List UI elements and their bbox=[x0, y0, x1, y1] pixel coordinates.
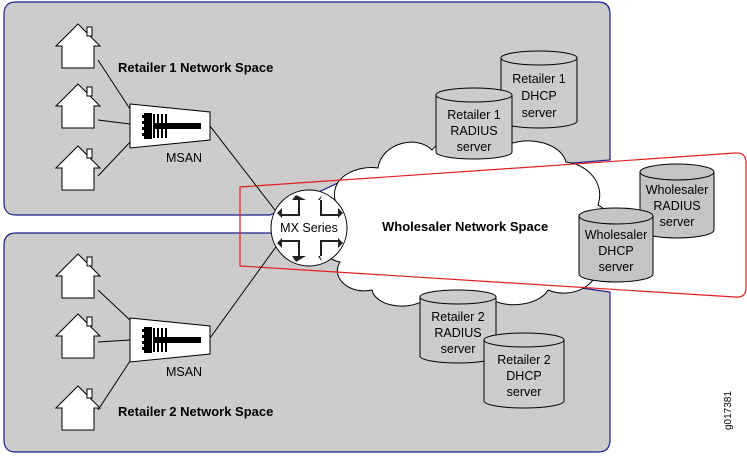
w-radius-line1: Wholesaler bbox=[646, 183, 709, 197]
database-icon bbox=[639, 163, 715, 239]
r2-dhcp-line3: server bbox=[507, 385, 542, 399]
retailer1-space-label: Retailer 1 Network Space bbox=[118, 60, 273, 75]
database-icon bbox=[483, 332, 565, 409]
wholesaler-space-border bbox=[239, 152, 747, 298]
w-radius-line3: server bbox=[660, 215, 695, 229]
retailer2-space-label: Retailer 2 Network Space bbox=[118, 404, 273, 419]
r1-dhcp-line2: DHCP bbox=[521, 89, 556, 103]
r2-dhcp-line1: Retailer 2 bbox=[497, 353, 551, 367]
r1-dhcp-line3: server bbox=[522, 106, 557, 120]
w-dhcp-line2: DHCP bbox=[598, 244, 633, 258]
database-icon bbox=[419, 289, 497, 364]
msan-bottom-label: MSAN bbox=[166, 365, 202, 379]
w-radius-line2: RADIUS bbox=[653, 199, 700, 213]
msan-icon bbox=[129, 317, 211, 363]
r2-radius-line1: Retailer 2 bbox=[431, 310, 485, 324]
msan-top-label: MSAN bbox=[166, 151, 202, 165]
access-links bbox=[97, 59, 279, 411]
r2-radius-line2: RADIUS bbox=[434, 326, 481, 340]
msan-icon bbox=[129, 103, 211, 149]
r2-dhcp-line2: DHCP bbox=[506, 369, 541, 383]
w-dhcp-line1: Wholesaler bbox=[585, 228, 648, 242]
router-icon bbox=[270, 189, 348, 267]
wholesaler-space-label: Wholesaler Network Space bbox=[382, 219, 548, 234]
database-icon bbox=[435, 87, 513, 160]
figure-id: g017381 bbox=[723, 391, 734, 430]
r1-radius-line1: Retailer 1 bbox=[447, 108, 501, 122]
r1-radius-line2: RADIUS bbox=[450, 124, 497, 138]
database-icon bbox=[578, 207, 654, 283]
r2-radius-line3: server bbox=[441, 342, 476, 356]
w-dhcp-line3: server bbox=[599, 260, 634, 274]
r1-radius-line3: server bbox=[457, 140, 492, 154]
r1-dhcp-line1: Retailer 1 bbox=[512, 72, 566, 86]
router-label: MX Series bbox=[280, 221, 338, 235]
